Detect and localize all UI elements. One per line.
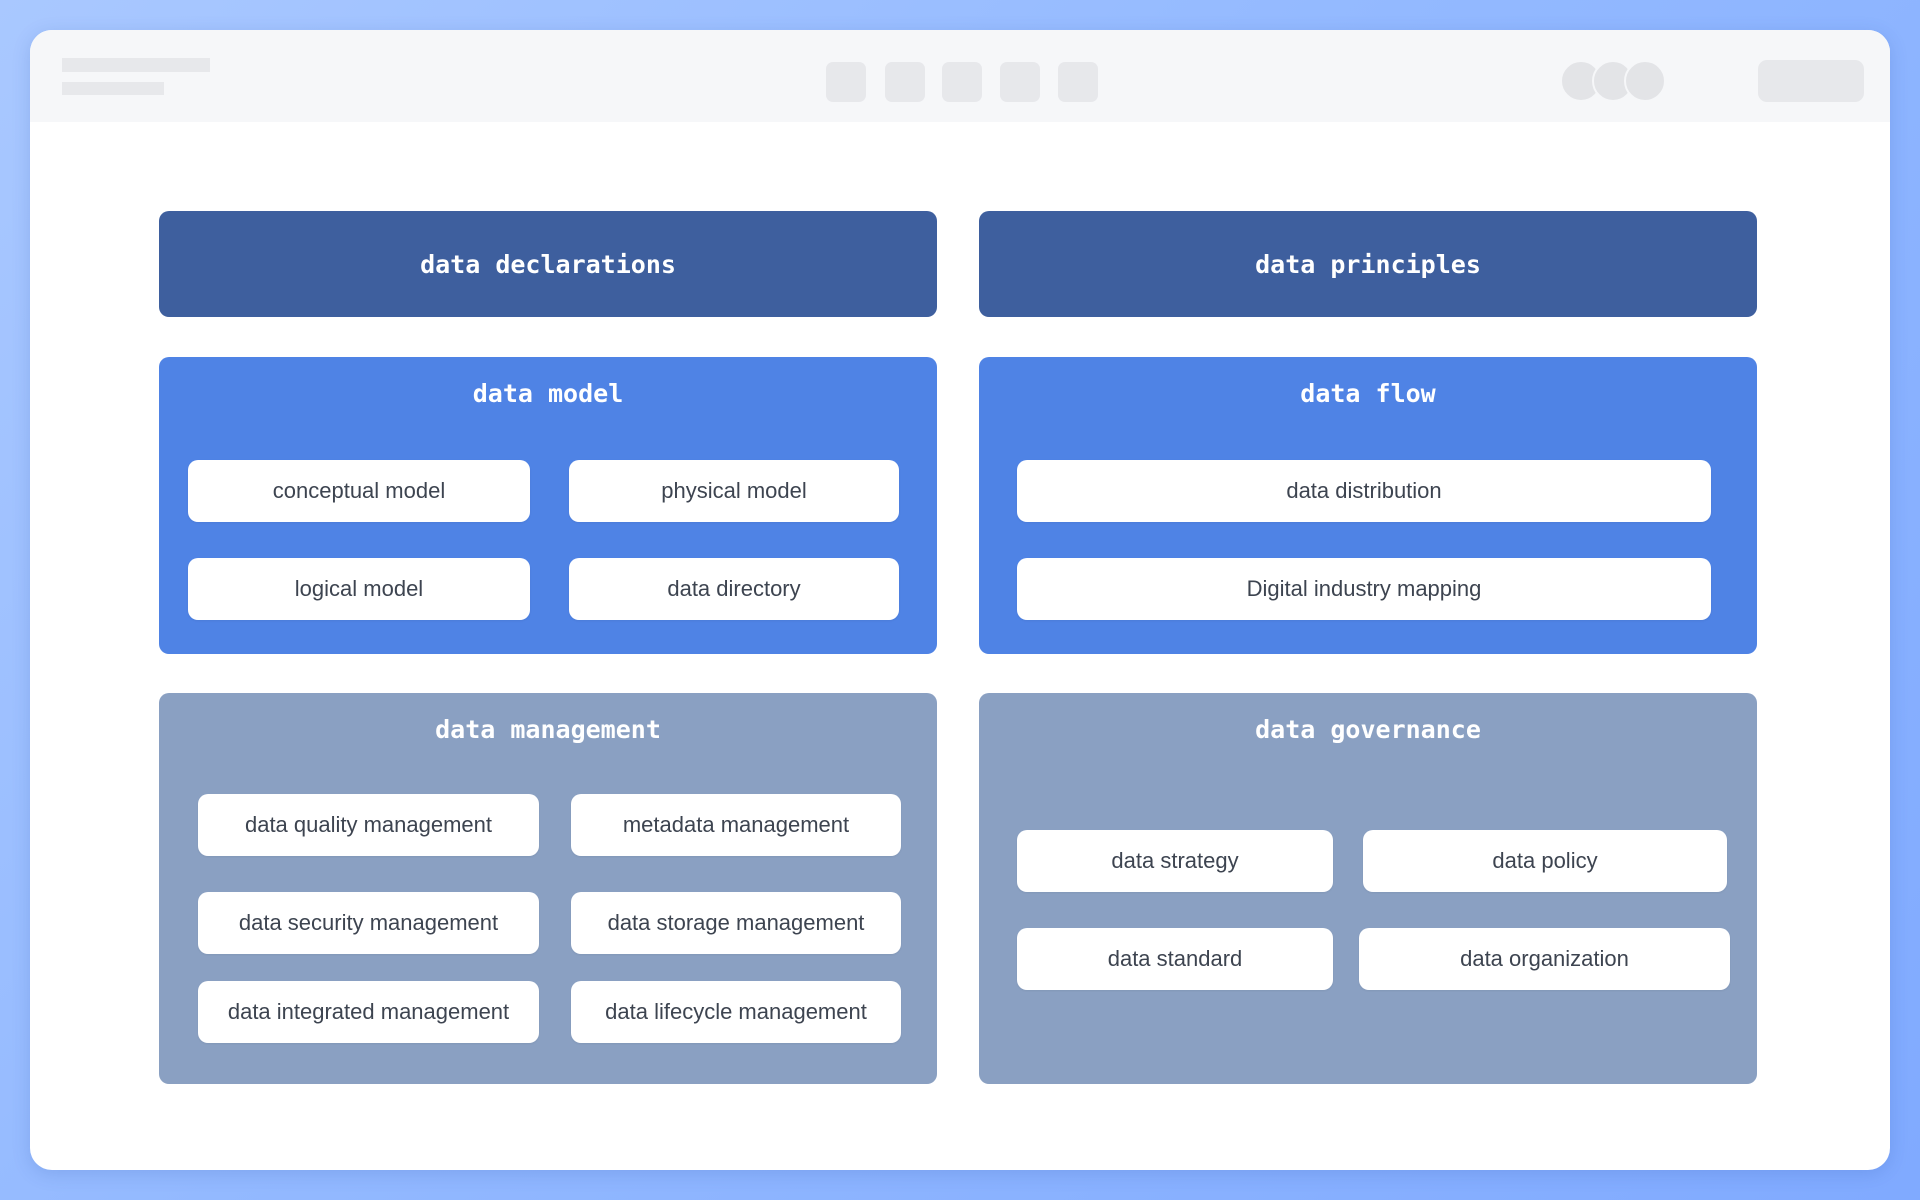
- title-placeholder: [62, 58, 210, 72]
- window-toolbar: [30, 30, 1890, 122]
- data-management-title: data management: [435, 715, 661, 744]
- data-declarations-title: data declarations: [420, 249, 676, 279]
- data-governance-panel: data governance data strategy data polic…: [979, 693, 1757, 1084]
- data-model-panel: data model conceptual model physical mod…: [159, 357, 937, 654]
- data-management-item[interactable]: data security management: [198, 892, 539, 954]
- data-governance-item[interactable]: data organization: [1359, 928, 1730, 990]
- data-management-item[interactable]: data lifecycle management: [571, 981, 901, 1043]
- data-management-item[interactable]: data quality management: [198, 794, 539, 856]
- app-window: data declarations data principles data m…: [30, 30, 1890, 1170]
- data-governance-title: data governance: [1255, 715, 1481, 744]
- data-management-item[interactable]: metadata management: [571, 794, 901, 856]
- data-governance-item[interactable]: data strategy: [1017, 830, 1333, 892]
- toolbar-tab-3[interactable]: [942, 62, 982, 102]
- data-principles-title: data principles: [1255, 249, 1481, 279]
- data-model-item[interactable]: physical model: [569, 460, 899, 522]
- data-declarations-header: data declarations: [159, 211, 937, 317]
- data-governance-item[interactable]: data policy: [1363, 830, 1727, 892]
- data-principles-header: data principles: [979, 211, 1757, 317]
- data-model-item[interactable]: logical model: [188, 558, 530, 620]
- toolbar-tab-4[interactable]: [1000, 62, 1040, 102]
- data-flow-item[interactable]: data distribution: [1017, 460, 1711, 522]
- data-management-item[interactable]: data integrated management: [198, 981, 539, 1043]
- subtitle-placeholder: [62, 82, 164, 95]
- avatar-3[interactable]: [1624, 60, 1666, 102]
- data-model-item[interactable]: data directory: [569, 558, 899, 620]
- toolbar-action-button[interactable]: [1758, 60, 1864, 102]
- data-governance-item[interactable]: data standard: [1017, 928, 1333, 990]
- toolbar-tab-1[interactable]: [826, 62, 866, 102]
- data-management-panel: data management data quality management …: [159, 693, 937, 1084]
- data-flow-panel: data flow data distribution Digital indu…: [979, 357, 1757, 654]
- data-management-item[interactable]: data storage management: [571, 892, 901, 954]
- data-flow-item[interactable]: Digital industry mapping: [1017, 558, 1711, 620]
- toolbar-tab-2[interactable]: [885, 62, 925, 102]
- data-model-item[interactable]: conceptual model: [188, 460, 530, 522]
- data-flow-title: data flow: [1300, 379, 1436, 408]
- data-model-title: data model: [472, 379, 624, 408]
- toolbar-tab-5[interactable]: [1058, 62, 1098, 102]
